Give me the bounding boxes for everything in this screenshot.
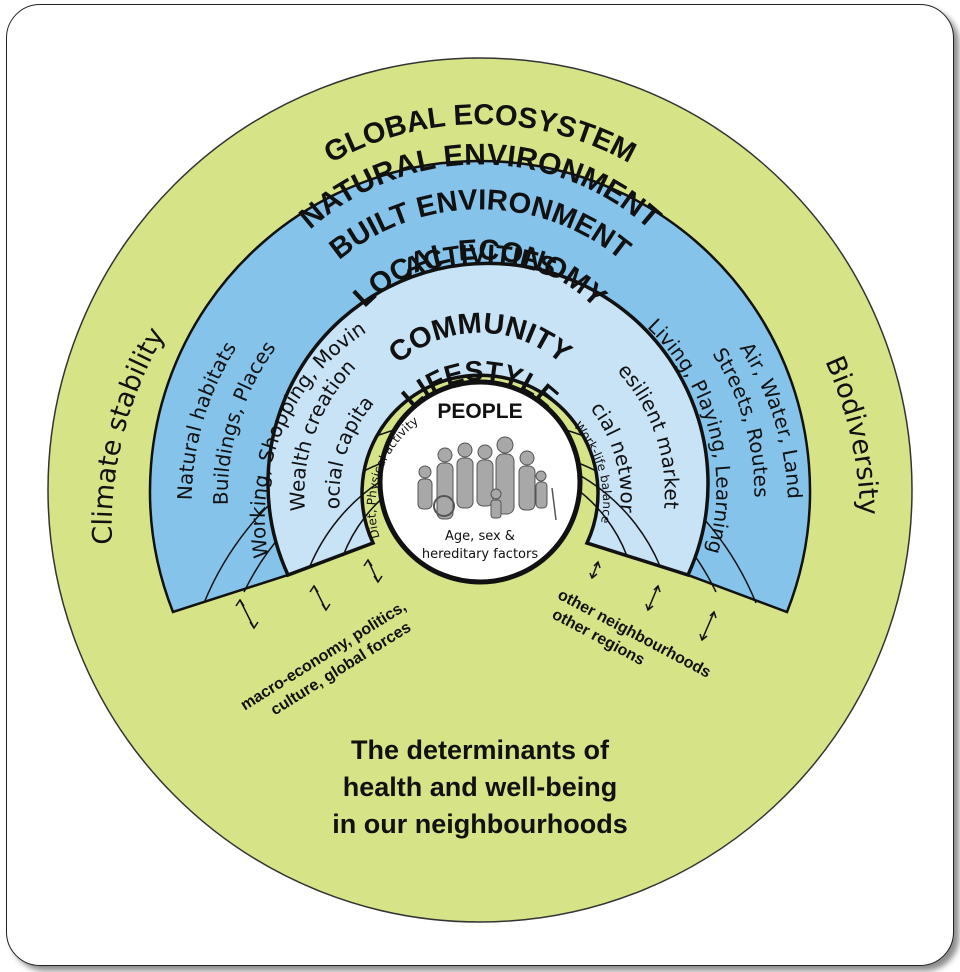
people-caption-line-2: hereditary factors <box>422 547 538 562</box>
social-band <box>266 261 710 578</box>
left-influence-arrows <box>235 558 383 630</box>
people-figures-icon <box>417 436 557 521</box>
caption-line-3: in our neighbourhoods <box>332 809 628 839</box>
caption-line-1: The determinants of <box>350 735 610 765</box>
diagram-caption: The determinants of health and well-bein… <box>240 732 720 843</box>
caption-line-2: health and well-being <box>342 772 618 802</box>
people-title: PEOPLE <box>437 400 522 423</box>
right-influence-arrows <box>589 560 717 642</box>
people-caption-line-1: Age, sex & <box>445 529 515 544</box>
